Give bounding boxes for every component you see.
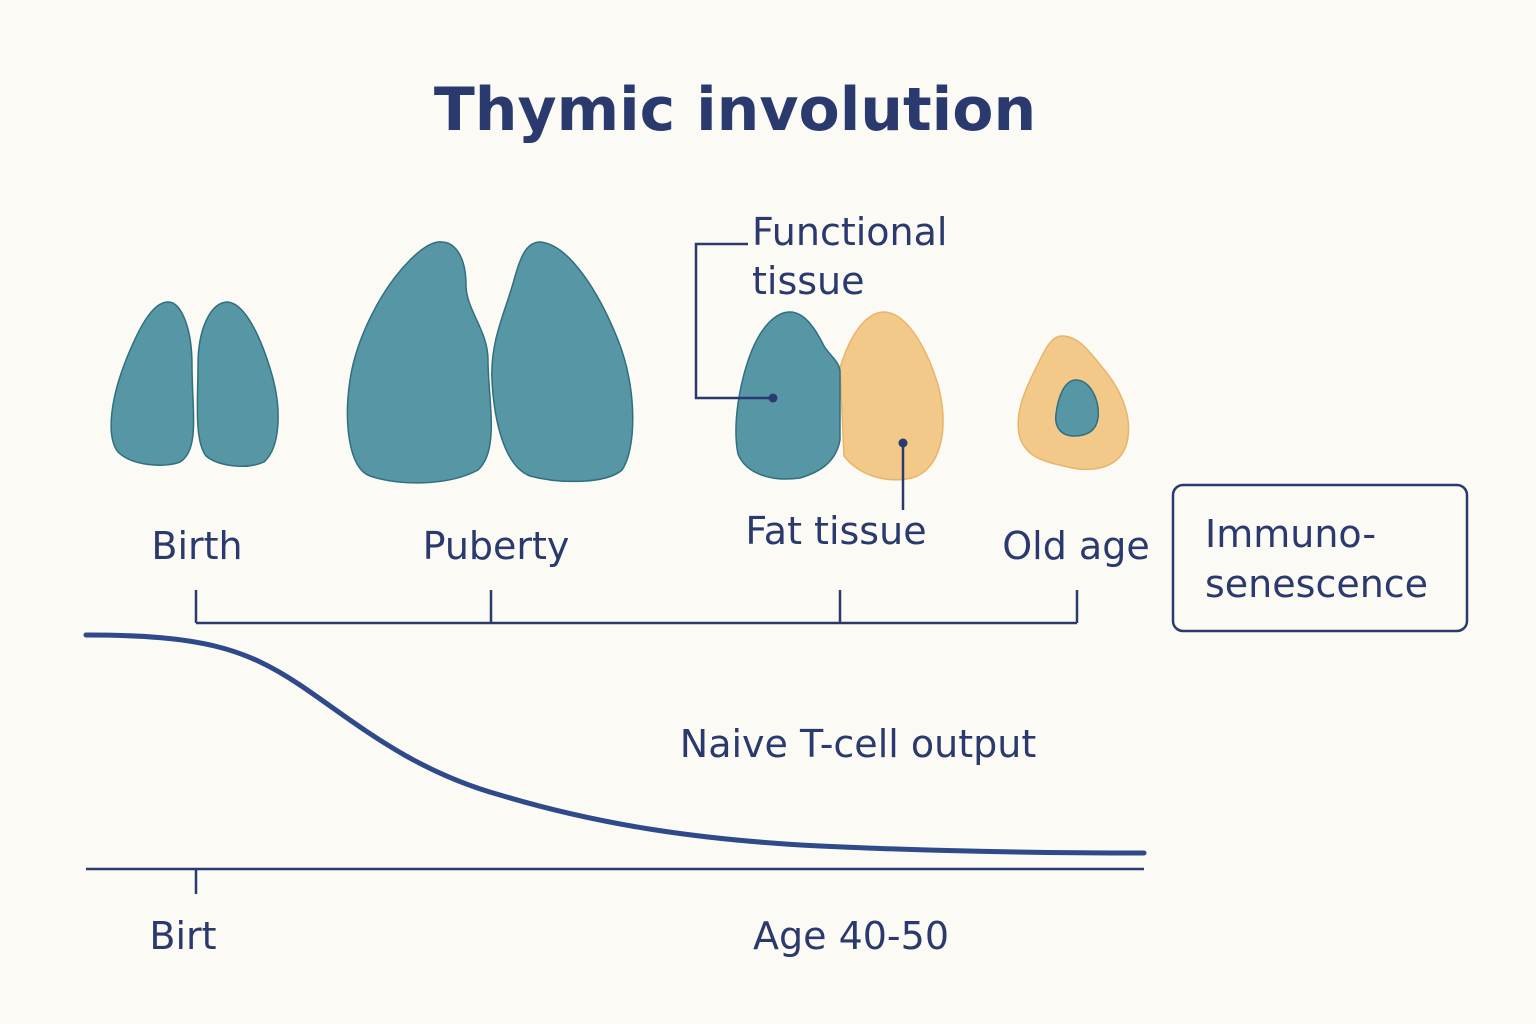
fat-tissue-callout: Fat tissue (745, 438, 927, 553)
age-axis-label-start: Birt (149, 914, 216, 958)
stage-label-birth: Birth (151, 524, 242, 568)
thymus-birth-right-lobe (196, 301, 279, 468)
thymus-adult-functional-tissue (735, 311, 841, 480)
age-axis: Birt Age 40-50 (86, 867, 1144, 958)
thymus-puberty-right-lobe (491, 241, 634, 483)
thymus-adult (735, 311, 944, 481)
thymus-birth-left-lobe (110, 301, 195, 466)
stage-timeline-bracket (194, 590, 1079, 625)
stage-label-old-age: Old age (1002, 524, 1149, 568)
fat-tissue-pointer-dot (898, 438, 908, 448)
immunosenescence-label-line2: senescence (1205, 562, 1428, 606)
functional-tissue-pointer-dot (768, 393, 778, 403)
functional-tissue-label-line2: tissue (752, 259, 865, 303)
fat-tissue-label: Fat tissue (745, 509, 926, 553)
stage-label-puberty: Puberty (423, 524, 570, 568)
thymus-puberty-left-lobe (346, 241, 492, 484)
immunosenescence-label-line1: Immuno- (1205, 512, 1376, 556)
thymus-old-age (1017, 335, 1130, 471)
naive-t-cell-output-curve (83, 632, 1147, 856)
functional-tissue-label-line1: Functional (752, 210, 947, 254)
naive-t-cell-output-label: Naive T-cell output (680, 722, 1036, 766)
immunosenescence-border (1171, 483, 1469, 633)
immunosenescence-box: Immuno- senescence (1171, 483, 1469, 633)
age-axis-label-end: Age 40-50 (753, 914, 949, 958)
functional-tissue-callout: Functional tissue (694, 210, 947, 403)
diagram-title: Thymic involution (434, 75, 1036, 145)
thymus-old-age-functional-core (1054, 379, 1099, 437)
thymus-adult-fat-tissue (839, 311, 944, 481)
thymus-puberty (346, 241, 634, 484)
thymus-birth (110, 301, 279, 468)
functional-tissue-leader-line (694, 242, 772, 400)
